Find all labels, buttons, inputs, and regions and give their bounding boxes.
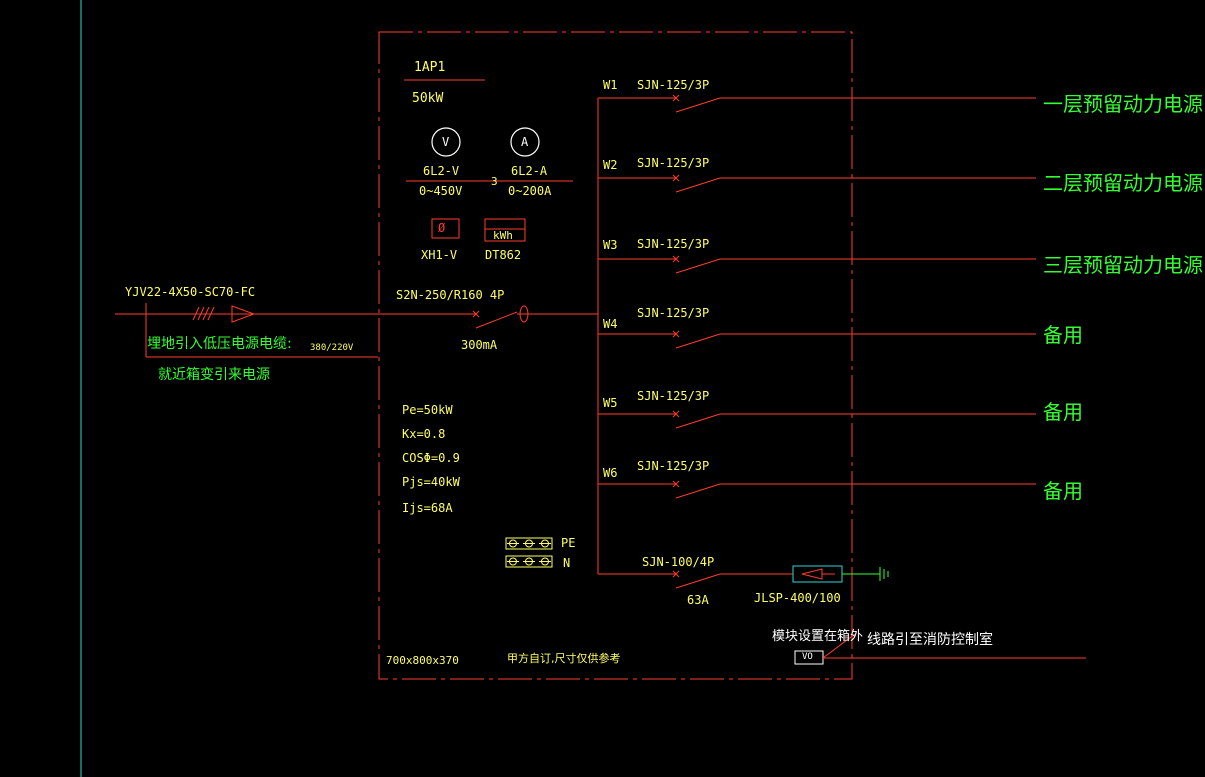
cable-mark-3	[202, 306, 210, 321]
leakage-current: 300mA	[461, 338, 498, 352]
spd-breaker-model: SJN-100/4P	[642, 555, 715, 569]
circuit-load-w4: 备用	[1043, 323, 1083, 347]
spd-breaker-cross-b	[672, 570, 680, 578]
module-leader-line	[822, 633, 856, 659]
circuit-id-w4: W4	[603, 317, 618, 331]
cable-mark-2	[197, 306, 205, 321]
incoming-desc-1: 埋地引入低压电源电缆:	[147, 336, 292, 352]
branch-breaker-cross-b-w5	[672, 410, 680, 418]
voltmeter-letter: V	[442, 135, 450, 149]
phase-symbol: Ø	[438, 221, 446, 235]
circuit-breaker-w1: SJN-125/3P	[637, 78, 710, 92]
module-location-label: 模块设置在箱外	[772, 629, 864, 644]
terminal-studs	[507, 539, 551, 566]
calc-cos: COSΦ=0.9	[402, 451, 460, 465]
kwh-symbol: kWh	[493, 229, 513, 242]
main-breaker-cross-b	[472, 310, 480, 318]
ammeter-letter: A	[521, 135, 529, 149]
circuit-load-w2: 二层预留动力电源	[1043, 171, 1203, 195]
pe-terminal-label: PE	[561, 536, 576, 550]
circuit-id-w2: W2	[603, 158, 618, 172]
calc-pjs: Pjs=40kW	[402, 475, 460, 489]
spd-model: JLSP-400/100	[754, 591, 841, 605]
branch-breaker-blade-w6	[675, 483, 721, 499]
panel-id: 1AP1	[414, 60, 446, 75]
panel-power: 50kW	[412, 91, 444, 106]
branch-breaker-cross-b-w4	[672, 330, 680, 338]
ammeter-range: 0~200A	[508, 184, 552, 198]
circuit-id-w6: W6	[603, 466, 618, 480]
circuit-breaker-w2: SJN-125/3P	[637, 156, 710, 170]
voltmeter-model: 6L2-V	[423, 164, 460, 178]
cable-mark-1	[192, 306, 200, 321]
module-box-label: VO	[802, 652, 813, 662]
incoming-voltage: 380/220V	[310, 343, 354, 353]
circuit-load-w1: 一层预留动力电源	[1043, 92, 1203, 116]
calc-kx: Kx=0.8	[402, 427, 446, 441]
branch-lines	[598, 94, 1036, 499]
circuit-breaker-w4: SJN-125/3P	[637, 306, 710, 320]
branch-breaker-cross-b-w2	[672, 174, 680, 182]
incoming-desc-2: 就近箱变引来电源	[158, 367, 270, 383]
spd-breaker-blade	[675, 573, 721, 589]
branch-breaker-blade-w4	[675, 333, 721, 349]
branch-breaker-blade-w2	[675, 177, 721, 193]
branch-breaker-blade-w3	[675, 258, 721, 274]
n-terminal-label: N	[563, 556, 571, 570]
circuit-breaker-w6: SJN-125/3P	[637, 459, 710, 473]
branch-breaker-blade-w5	[675, 413, 721, 429]
circuit-load-w3: 三层预留动力电源	[1043, 253, 1203, 277]
branch-breaker-cross-b-w1	[672, 94, 680, 102]
energy-meter-model: DT862	[485, 248, 522, 262]
circuit-breaker-w3: SJN-125/3P	[637, 237, 710, 251]
voltmeter-range: 0~450V	[419, 184, 463, 198]
cabinet-size: 700x800x370	[386, 654, 459, 667]
ammeter-symbol	[510, 127, 540, 157]
circuit-id-w5: W5	[603, 396, 618, 410]
circuit-id-w1: W1	[603, 78, 618, 92]
circuit-load-w5: 备用	[1043, 400, 1083, 424]
phase-switch-model: XH1-V	[421, 248, 458, 262]
main-breaker-blade	[475, 311, 518, 329]
circuit-id-w3: W3	[603, 238, 618, 252]
main-breaker-model: S2N-250/R160 4P	[396, 288, 505, 302]
spd-device-arrow	[801, 568, 823, 580]
ammeter-model: 6L2-A	[511, 164, 548, 178]
spd-breaker-current: 63A	[687, 593, 709, 607]
pe-terminal-bar	[505, 537, 553, 550]
spd-triangle-symbol	[231, 305, 256, 323]
voltmeter-symbol	[431, 127, 461, 157]
calc-pe: Pe=50kW	[402, 403, 453, 417]
branch-breaker-cross-b-w6	[672, 480, 680, 488]
module-route-label: 线路引至消防控制室	[867, 632, 993, 648]
incoming-cable-spec: YJV22-4X50-SC70-FC	[125, 285, 256, 299]
branch-breaker-cross-b-w3	[672, 255, 680, 263]
branch-breaker-blade-w1	[675, 97, 721, 113]
cabinet-size-note: 甲方自订,尺寸仅供参考	[507, 652, 621, 665]
n-terminal-bar	[505, 555, 553, 568]
circuit-breaker-w5: SJN-125/3P	[637, 389, 710, 403]
phase-selector-box	[431, 218, 460, 239]
calc-ijs: Ijs=68A	[402, 501, 453, 515]
kwh-meter-box	[484, 218, 526, 242]
cabinet-outline	[378, 31, 853, 680]
cable-mark-4	[207, 306, 215, 321]
ct-count: 3	[491, 175, 498, 188]
circuit-load-w6: 备用	[1043, 479, 1083, 503]
